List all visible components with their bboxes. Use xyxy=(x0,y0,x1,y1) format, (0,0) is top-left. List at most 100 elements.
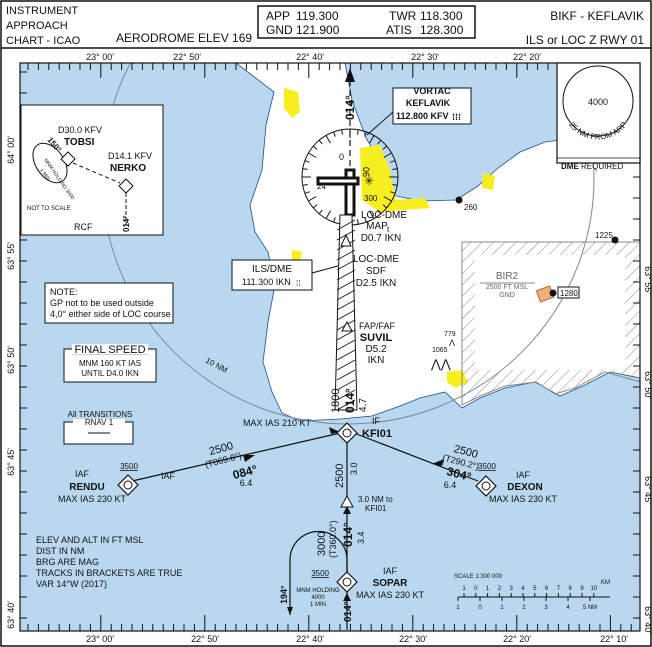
dme-required-rest: REQUIRED xyxy=(579,162,624,171)
final-speed-line2: UNTIL D4.0 IKN xyxy=(81,369,139,378)
feather-hatch xyxy=(336,259,356,271)
scale-km-label: 9 xyxy=(580,586,584,592)
chart-type-line1: INSTRUMENT xyxy=(6,5,78,17)
faf-reference: IKN xyxy=(368,355,385,366)
map-fix-distance: D0.7 IKN xyxy=(361,233,402,244)
compass-tick xyxy=(392,183,398,186)
inset-route xyxy=(72,162,121,184)
spot-elevation: 1225 xyxy=(595,231,613,240)
sopar-track: (T360.0°) xyxy=(328,520,338,558)
chart-type-line2: APPROACH xyxy=(6,20,68,32)
aerodrome-elevation: AERODROME ELEV 169 xyxy=(116,31,252,45)
vortac-name: KEFLAVIK xyxy=(406,98,451,108)
callout-line xyxy=(311,265,339,274)
lat-label: 63° 55' xyxy=(643,266,652,294)
feather-hatch xyxy=(336,389,356,401)
vortac-icon: ✳ xyxy=(364,174,374,188)
rcf-inset: MNM HOLDING 3000 1 MIN D30.0 KFV TOBSI 1… xyxy=(20,104,164,236)
holding-pattern xyxy=(32,142,68,184)
compass-tick xyxy=(369,135,375,144)
morse-icon: ⁞⁞⁞ xyxy=(452,112,461,122)
scale-km-label: 0 xyxy=(474,586,478,592)
rendu-course: 084° xyxy=(231,462,259,482)
arrow-icon xyxy=(287,607,293,615)
legend-line: VAR 14°W (2017) xyxy=(36,579,107,589)
urban-area xyxy=(482,173,495,190)
transitions-box: All TRANSITIONS RNAV 1 xyxy=(63,410,134,445)
map-fix-sub: t xyxy=(387,225,390,234)
compass-tick xyxy=(312,204,318,209)
faf-icon xyxy=(341,320,353,332)
scale-nm-label: 2 xyxy=(522,605,526,611)
south-leg-note2: KFI01 xyxy=(365,504,387,513)
legend-line: DIST IN NM xyxy=(36,546,84,556)
rcf-label: RCF xyxy=(74,222,93,232)
final-speed-title: FINAL SPEED xyxy=(74,344,145,356)
airspace-name: BIR2 xyxy=(496,271,519,282)
lon-label: 22° 20' xyxy=(513,52,541,62)
compass-tick xyxy=(333,217,336,223)
scale-nm-label: 1 xyxy=(500,605,504,611)
atis-frequency: 128.300 xyxy=(420,23,464,37)
compass-tick xyxy=(333,131,336,137)
final-distance: 4.7 xyxy=(358,398,369,412)
lon-label: 22° 30' xyxy=(399,634,427,644)
tobsi-name: TOBSI xyxy=(64,137,95,148)
dme-required: DME REQUIRED xyxy=(561,162,623,171)
arrow-icon xyxy=(343,506,351,514)
legend-line: BRG ARE MAG xyxy=(36,557,99,567)
twr-frequency: 118.300 xyxy=(420,9,463,23)
faf-title: FAP/FAF xyxy=(359,321,396,331)
faf-distance: D5.2 xyxy=(365,344,387,355)
lat-label: 63° 45' xyxy=(643,476,652,504)
scale-nm-label: 3 xyxy=(544,605,548,611)
lon-label: 22° 50' xyxy=(191,634,219,644)
note-title: NOTE: xyxy=(50,287,78,297)
nerko-name: NERKO xyxy=(110,163,146,174)
compass-tick xyxy=(318,139,323,145)
tobsi-fix-icon xyxy=(60,151,76,167)
compass-w: 24 xyxy=(317,182,326,191)
sopar-speed: MAX IAS 230 KT xyxy=(356,590,425,600)
scale-km-label: 1 xyxy=(462,586,466,592)
compass-tick xyxy=(356,219,359,225)
compass-tick xyxy=(383,196,392,202)
note-line2: 4,0° either side of LOC course xyxy=(50,309,171,319)
compass-tick xyxy=(308,152,317,158)
airspace-lower: GND xyxy=(499,292,515,299)
inset-course: 014° xyxy=(122,215,131,232)
obstacle-elevation: 1065 xyxy=(432,347,448,354)
if-name: KFI01 xyxy=(362,428,392,440)
lat-label: 63° 55' xyxy=(6,242,16,270)
transitions-line2: RNAV 1 xyxy=(85,418,114,427)
feather-hatch xyxy=(336,309,356,321)
final-course: 014° xyxy=(343,388,357,413)
final-altitude: 1800 xyxy=(330,389,342,413)
arrow-icon xyxy=(343,593,351,601)
compass-tick xyxy=(364,217,367,223)
lon-label: 22° 40' xyxy=(296,634,324,644)
app-frequency: 119.300 xyxy=(296,9,339,23)
lon-label: 23° 00' xyxy=(86,52,114,62)
obstacle-label-box xyxy=(557,286,580,299)
scale-nm-label: 1 xyxy=(456,605,460,611)
compass-tick xyxy=(304,160,310,163)
ils-title: ILS/DME xyxy=(252,264,292,275)
legend-line: ELEV AND ALT IN FT MSL xyxy=(36,535,144,545)
top-course: 014° xyxy=(343,95,357,120)
vortac-title: VORTAC xyxy=(413,86,451,96)
spot-elevation-dot xyxy=(549,289,557,297)
feather-hatch xyxy=(336,249,356,261)
nerko-distance: D14.1 KFV xyxy=(108,151,152,161)
transitions-line1: All TRANSITIONS xyxy=(68,410,133,419)
ils-box: ILS/DME 111.300 IKN ⁞⁞ xyxy=(231,259,339,291)
lon-label: 23° 00' xyxy=(86,634,114,644)
feather-hatch xyxy=(336,299,356,311)
rendu-distance: 6.4 xyxy=(240,478,253,488)
dme-bold: DME xyxy=(561,162,579,171)
feather-hatch xyxy=(336,269,356,281)
scale-title: SCALE 1:300 000 xyxy=(454,574,503,580)
compass-tick xyxy=(390,191,396,194)
legend-line: TRACKS IN BRACKETS ARE TRUE xyxy=(36,568,182,578)
compass-tick xyxy=(390,160,396,163)
